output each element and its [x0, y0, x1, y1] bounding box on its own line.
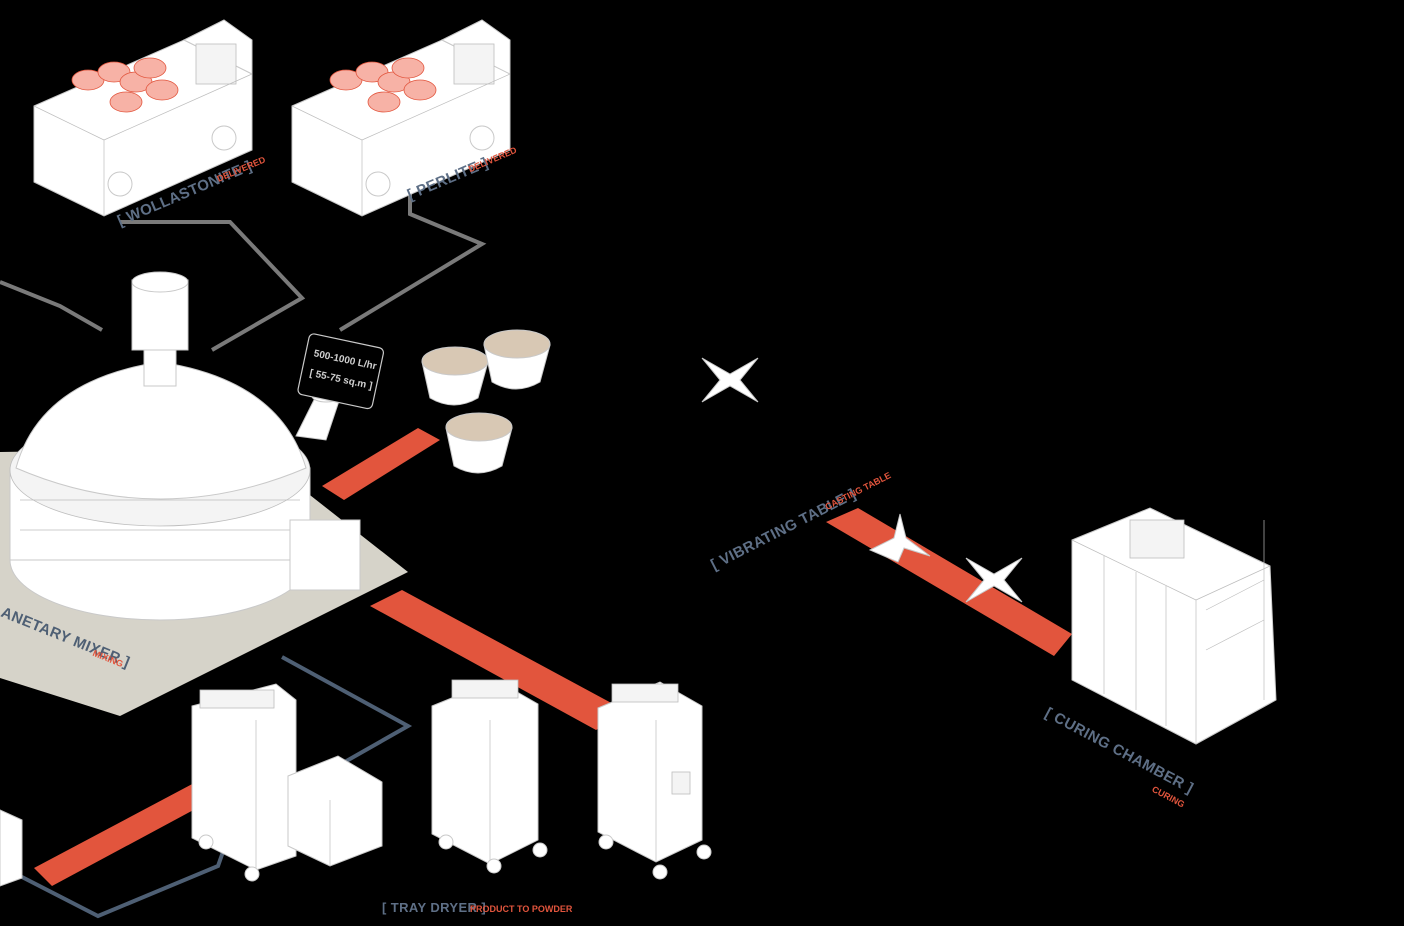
truck-icon: [33, 19, 253, 217]
tray-dryer-icon: [0, 809, 23, 887]
tray-stack: [287, 755, 383, 867]
label-tray-dryer-title: [ TRAY DRYER ]: [382, 900, 486, 915]
conveyor-mixer-to-buckets: [322, 428, 440, 500]
tray-dryer-icon: [431, 679, 548, 874]
vibrating-table-icon: [868, 513, 931, 563]
tray-dryer-icon: [191, 683, 297, 882]
mixer-feed-pipe: [0, 280, 103, 332]
perlite-pipe: [338, 192, 487, 332]
conveyor-casting: [826, 508, 1072, 656]
label-tray-dryer-status: PRODUCT TO POWDER: [470, 904, 573, 914]
bucket-icon: [445, 412, 513, 474]
label-vibrating-table-status: CASTING TABLE: [824, 470, 893, 512]
planetary-mixer-icon: [9, 271, 361, 621]
conveyor-mixer-to-dryer: [370, 590, 628, 730]
curing-chamber-icon: [1071, 507, 1277, 745]
bucket-icon: [421, 346, 489, 406]
vibrating-table-icon: [965, 557, 1023, 603]
bucket-icon: [483, 329, 551, 390]
conveyor-dryer-left: [34, 782, 212, 886]
wollastonite-pipe: [120, 220, 306, 352]
capacity-tag: 500-1000 L/hr [ 55-75 sq.m ]: [297, 333, 385, 410]
label-tray-dryer: [ TRAY DRYER ] PRODUCT TO POWDER: [382, 900, 573, 915]
tray-dryer-icon: [597, 681, 712, 880]
vibrating-table-icon: [701, 357, 759, 403]
truck-icon: [291, 19, 511, 217]
conveyors: [34, 428, 1072, 886]
